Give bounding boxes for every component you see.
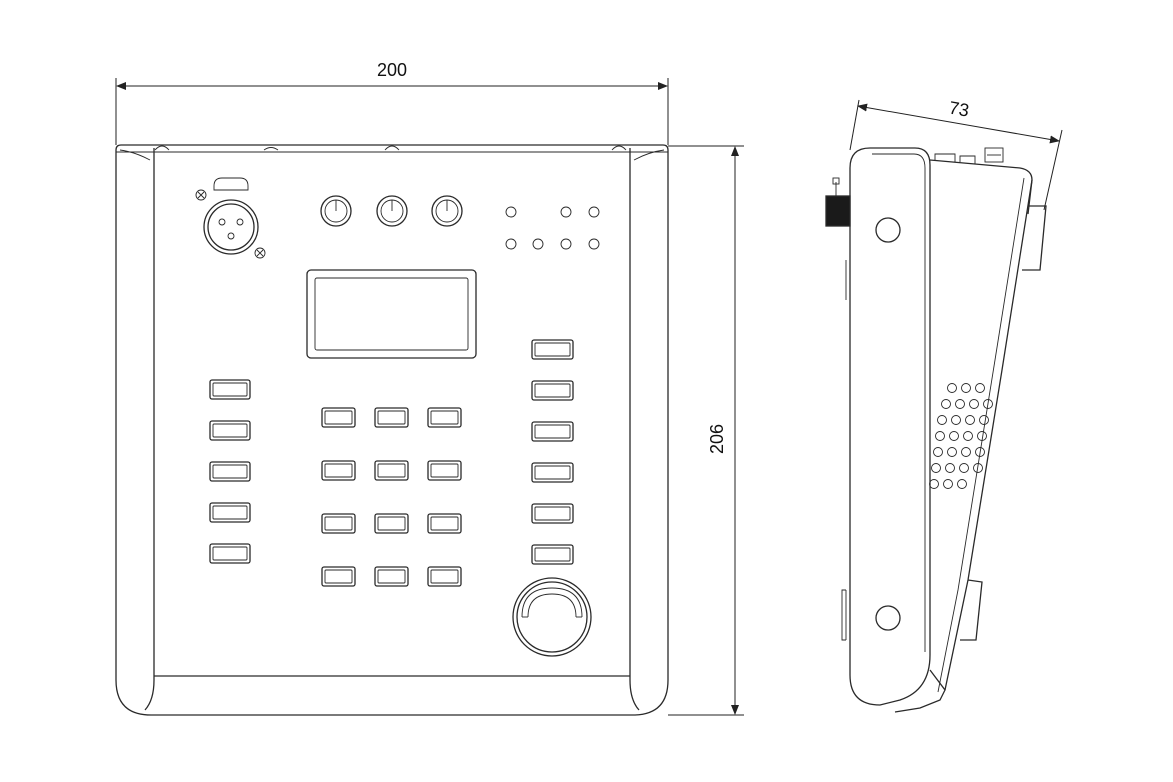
center-button-r4c1: [321, 566, 356, 587]
vent-hole-grid: [929, 383, 993, 489]
vent-hole: [929, 479, 939, 489]
right-button-1: [531, 339, 574, 360]
side-rear-panel: [849, 147, 931, 706]
vent-hole: [957, 479, 967, 489]
knob-2: [376, 195, 408, 227]
right-button-3: [531, 421, 574, 442]
side-view: [825, 147, 1047, 713]
vent-hole: [937, 415, 947, 425]
side-top-bracket: [1022, 205, 1047, 271]
mounting-holes: [875, 217, 901, 631]
center-button-r1c3: [427, 407, 462, 428]
center-button-r3c3: [427, 513, 462, 534]
rotary-knobs: [320, 195, 463, 227]
vent-hole: [983, 399, 993, 409]
vent-hole: [949, 431, 959, 441]
vent-hole: [969, 399, 979, 409]
center-button-r3c2: [374, 513, 409, 534]
front-outer-outline: [115, 144, 669, 716]
left-button-4: [209, 502, 251, 523]
center-button-r2c2: [374, 460, 409, 481]
front-view: [115, 144, 669, 716]
width-dimension: 200: [115, 60, 669, 145]
vent-hole: [979, 415, 989, 425]
center-button-r2c3: [427, 460, 462, 481]
vent-hole: [977, 431, 987, 441]
side-rear-features: [841, 260, 847, 641]
vent-hole: [963, 431, 973, 441]
left-button-2: [209, 420, 251, 441]
side-xlr-plug: [825, 177, 851, 227]
knob-3: [431, 195, 463, 227]
left-button-5: [209, 543, 251, 564]
left-rail-inner: [119, 149, 151, 161]
side-lower-bracket: [960, 579, 983, 641]
side-rear-inner: [872, 153, 926, 652]
vent-hole: [965, 415, 975, 425]
depth-dimension: 73: [849, 98, 1063, 211]
vent-hole: [947, 447, 957, 457]
left-button-column: [209, 379, 251, 564]
right-button-4: [531, 462, 574, 483]
left-button-3: [209, 461, 251, 482]
height-dimension: 206: [668, 145, 744, 716]
vent-hole: [961, 383, 971, 393]
vent-hole: [951, 415, 961, 425]
left-button-1: [209, 379, 251, 400]
vent-hole: [935, 431, 945, 441]
side-top-surface: [929, 159, 1033, 215]
vent-hole: [973, 463, 983, 473]
right-side-rail: [629, 148, 640, 711]
vent-hole: [945, 463, 955, 473]
vent-hole: [975, 383, 985, 393]
depth-dimension-label: 73: [947, 98, 970, 121]
vent-hole: [943, 479, 953, 489]
vent-hole: [959, 463, 969, 473]
right-button-column: [531, 339, 574, 565]
side-top-connectors: [934, 147, 1004, 164]
center-button-r2c1: [321, 460, 356, 481]
jog-dial: [512, 577, 592, 657]
vent-hole: [975, 447, 985, 457]
vent-hole: [947, 383, 957, 393]
right-button-6: [531, 544, 574, 565]
center-button-r1c1: [321, 407, 356, 428]
display-screen: [306, 269, 477, 359]
center-button-r3c1: [321, 513, 356, 534]
side-sloped-front-inner: [937, 177, 1025, 693]
center-button-r4c2: [374, 566, 409, 587]
top-connectors: [154, 145, 627, 151]
right-button-5: [531, 503, 574, 524]
mounting-hole-bottom: [875, 605, 901, 631]
xlr-connector: [195, 177, 266, 259]
center-button-grid: [321, 407, 462, 587]
side-bottom-foot: [894, 669, 946, 713]
right-rail-inner: [633, 149, 665, 161]
left-side-rail: [144, 148, 155, 711]
center-button-r4c3: [427, 566, 462, 587]
vent-hole: [931, 463, 941, 473]
indicator-leds: [505, 206, 600, 250]
side-sloped-front: [944, 179, 1033, 691]
right-button-2: [531, 380, 574, 401]
vent-hole: [955, 399, 965, 409]
vent-hole: [933, 447, 943, 457]
center-button-r1c2: [374, 407, 409, 428]
vent-hole: [961, 447, 971, 457]
vent-hole: [941, 399, 951, 409]
knob-1: [320, 195, 352, 227]
width-dimension-label: 200: [377, 60, 407, 80]
height-dimension-label: 206: [707, 424, 727, 454]
mounting-hole-top: [875, 217, 901, 243]
